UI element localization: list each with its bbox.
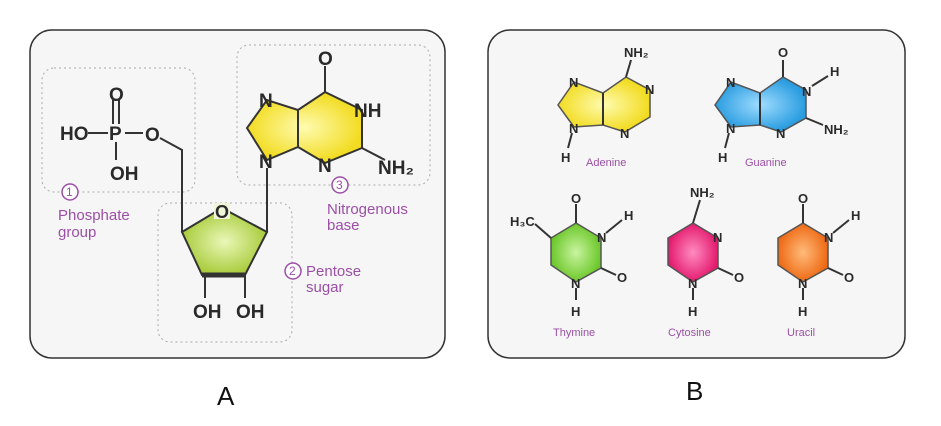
panel-b: NH₂ N N N N H Adenine O N H N N N NH₂ H … bbox=[487, 29, 906, 359]
atom-label: OH bbox=[193, 302, 222, 323]
number-3: 3 bbox=[336, 178, 343, 192]
sugar-label-2: sugar bbox=[306, 279, 344, 296]
atom-label: N bbox=[802, 84, 811, 99]
atom-label: NH₂ bbox=[690, 185, 715, 200]
atom-label: N bbox=[824, 230, 833, 245]
atom-label: NH₂ bbox=[624, 45, 649, 60]
phosphate-box bbox=[41, 67, 196, 193]
uracil: O N H O N H Uracil bbox=[777, 191, 860, 339]
atom-label: N bbox=[798, 276, 807, 291]
cytosine: NH₂ N O N H Cytosine bbox=[667, 185, 744, 339]
atom-label: H bbox=[718, 150, 727, 165]
nitrogenous-base: O N NH N N NH₂ bbox=[245, 49, 414, 179]
caption-b: B bbox=[686, 376, 703, 406]
atom-label: H bbox=[798, 304, 807, 319]
guanine: O N H N N N NH₂ H Guanine bbox=[714, 45, 849, 169]
atom-label: O bbox=[571, 191, 581, 206]
atom-label: O bbox=[109, 85, 124, 106]
number-badge-1 bbox=[61, 183, 79, 201]
atom-label: N bbox=[645, 82, 654, 97]
atom-label: N bbox=[571, 276, 580, 291]
atom-label: O bbox=[215, 202, 229, 222]
atom-label: N bbox=[597, 230, 606, 245]
atom-label: N bbox=[713, 230, 722, 245]
atom-label: H₃C bbox=[510, 214, 535, 229]
adenine-label: Adenine bbox=[586, 157, 626, 169]
atom-label: O bbox=[734, 270, 744, 285]
atom-label: N bbox=[688, 276, 697, 291]
atom-label: P bbox=[109, 124, 122, 145]
atom-label: O bbox=[844, 270, 854, 285]
atom-label: O bbox=[318, 49, 333, 70]
atom-label: N bbox=[776, 126, 785, 141]
atom-label: O bbox=[778, 45, 788, 60]
sugar-label: Pentose bbox=[306, 263, 361, 280]
number-badge-2 bbox=[284, 262, 302, 280]
thymine: O H₃C N H O N H Thymine bbox=[510, 191, 633, 339]
atom-label: N bbox=[620, 126, 629, 141]
atom-label: N bbox=[726, 121, 735, 136]
atom-label: H bbox=[571, 304, 580, 319]
atom-label: H bbox=[688, 304, 697, 319]
atom-label: H bbox=[624, 208, 633, 223]
atom-label: H bbox=[851, 208, 860, 223]
base-label-2: base bbox=[327, 217, 360, 234]
guanine-label: Guanine bbox=[745, 157, 787, 169]
caption-a: A bbox=[217, 381, 235, 411]
phosphate-label-2: group bbox=[58, 224, 96, 241]
atom-label: O bbox=[617, 270, 627, 285]
atom-label: NH₂ bbox=[378, 158, 414, 179]
phosphate-label: Phosphate bbox=[58, 207, 130, 224]
atom-label: HO bbox=[60, 124, 89, 145]
atom-label: OH bbox=[110, 164, 139, 185]
atom-label: N bbox=[569, 121, 578, 136]
base-label: Nitrogenous bbox=[327, 201, 408, 218]
phosphate-group: O HO P O OH bbox=[60, 85, 183, 232]
adenine: NH₂ N N N N H Adenine bbox=[557, 45, 654, 169]
atom-label: OH bbox=[236, 302, 265, 323]
atom-label: N bbox=[569, 75, 578, 90]
number-1: 1 bbox=[66, 185, 73, 199]
thymine-label: Thymine bbox=[553, 327, 595, 339]
panel-a: O HO P O OH 1 Phosphate group O OH OH 2 … bbox=[29, 29, 446, 359]
pentose-sugar: O OH OH bbox=[180, 168, 269, 323]
atom-label: NH₂ bbox=[824, 122, 849, 137]
atom-label: N bbox=[259, 152, 273, 173]
atom-label: N bbox=[318, 156, 332, 177]
number-2: 2 bbox=[289, 264, 296, 278]
atom-label: O bbox=[145, 125, 160, 146]
atom-label: N bbox=[726, 75, 735, 90]
atom-label: H bbox=[561, 150, 570, 165]
uracil-label: Uracil bbox=[787, 327, 815, 339]
number-badge-3 bbox=[331, 176, 349, 194]
atom-label: O bbox=[798, 191, 808, 206]
cytosine-label: Cytosine bbox=[668, 327, 711, 339]
atom-label: H bbox=[830, 64, 839, 79]
atom-label: N bbox=[259, 91, 273, 112]
atom-label: NH bbox=[354, 101, 381, 122]
